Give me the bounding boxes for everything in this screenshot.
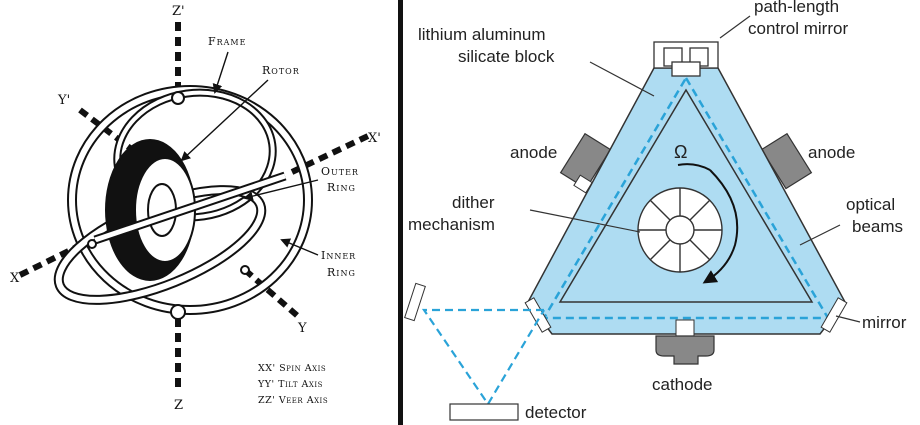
outer-ring-label-2: Ring [327, 181, 356, 194]
frame-leader [212, 51, 229, 94]
block-label-1: lithium aluminum [418, 25, 546, 44]
anode-right [760, 132, 813, 190]
beams-label: beams [852, 217, 903, 236]
ring-laser-diagram: Ω path-length control mirror lithium alu… [404, 0, 907, 422]
y-prime-label: Y' [57, 93, 70, 108]
omega-symbol: Ω [674, 142, 687, 162]
mirror-right-leader [835, 315, 861, 323]
beams-leader [799, 224, 841, 246]
inner-ring-leader [280, 238, 319, 256]
z-label: Z [174, 398, 183, 413]
control-mirror-label: control mirror [748, 19, 848, 38]
x-label: X [10, 271, 20, 286]
dither-label-1: dither [452, 193, 495, 212]
y-axis-bottom [243, 267, 302, 321]
inner-ring-label-1: Inner [321, 249, 356, 262]
outer-ring-label-1: Outer [321, 165, 359, 178]
cathode-label: cathode [652, 375, 713, 394]
block-leader [589, 61, 655, 97]
rotation-arrow [702, 169, 739, 284]
path-length-label: path-length [754, 0, 839, 16]
legend-veer-axis: ZZ' Veer Axis [258, 395, 328, 406]
dither-label-2: mechanism [408, 215, 495, 234]
mirror-right [820, 297, 848, 333]
rotor-leader [180, 79, 269, 162]
detector-beam-path [421, 308, 545, 407]
optical-beam-path [541, 77, 831, 320]
dither-leader [529, 209, 641, 233]
panel-divider [398, 0, 403, 425]
anode-right-label: anode [808, 143, 855, 162]
mirror-leader [719, 15, 751, 39]
dither-mechanism [637, 187, 723, 273]
anode-left-label: anode [510, 143, 557, 162]
inner-ring-label-2: Ring [327, 266, 356, 279]
path-length-mirror [653, 41, 719, 77]
mirror-label: mirror [862, 313, 907, 332]
rotor-label: Rotor [262, 64, 300, 77]
cathode [655, 319, 715, 365]
block-label-2: silicate block [458, 47, 555, 66]
z-prime-label: Z' [172, 4, 185, 19]
gyroscope-diagram: Z' Z X X' Y' Y Frame Rotor Outer Ring In… [10, 4, 381, 413]
frame-label: Frame [208, 35, 246, 48]
outer-ring-leader [243, 179, 319, 201]
anode-left [559, 132, 612, 190]
gyro-body [53, 85, 313, 320]
detector-mirror [404, 282, 426, 322]
x-prime-label: X' [368, 131, 381, 146]
detector-box [449, 403, 519, 421]
optical-label: optical [846, 195, 895, 214]
y-label: Y [297, 321, 307, 336]
legend-tilt-axis: YY' Tilt Axis [257, 379, 323, 390]
legend-spin-axis: XX' Spin Axis [258, 363, 326, 374]
detector-label: detector [525, 403, 587, 422]
